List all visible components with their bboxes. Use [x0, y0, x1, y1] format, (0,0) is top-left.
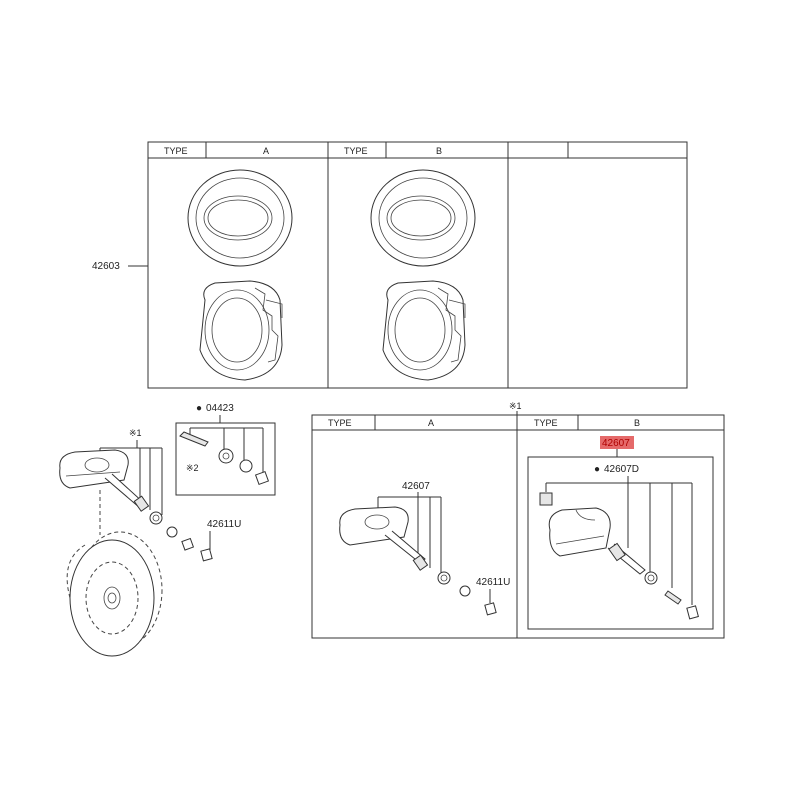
kit-bullet: ●	[196, 403, 202, 414]
kit-box-04423: ● 04423 ※2	[175, 403, 276, 496]
part-number-42603: 42603	[92, 261, 120, 272]
right-col-b-label: B	[634, 418, 640, 428]
kit-box-border	[175, 422, 276, 496]
right-b-inner-box	[527, 456, 714, 630]
wheel-hub-type-a	[199, 280, 283, 381]
kit-grommet-hole	[222, 452, 230, 460]
left-sensor-assembly: ※1 ● 04423	[59, 403, 276, 657]
kit-sub-note: ※2	[186, 463, 199, 473]
right-b-sub-bullet: ●	[594, 464, 600, 475]
right-a-washer	[459, 585, 471, 597]
left-valve-cap	[200, 548, 213, 562]
right-col-a-label: A	[428, 418, 434, 428]
left-tpms-sensor	[59, 449, 146, 509]
kit-nut	[254, 470, 270, 486]
kit-valve-stem	[179, 431, 209, 447]
right-b-sub-part: 42607D	[604, 464, 639, 475]
right-a-grommet	[437, 571, 451, 585]
right-b-grommet	[644, 571, 658, 585]
wheel-cap-type-b	[370, 169, 476, 267]
right-type-b-assembly: 42607 ● 42607D	[527, 436, 714, 630]
right-b-grommet-hole	[647, 574, 655, 582]
right-b-valve-cap	[686, 605, 699, 620]
right-type-a-assembly: 42607 42611U	[339, 481, 510, 616]
top-type-label-b: TYPE	[344, 146, 368, 156]
tire-wheel	[66, 531, 163, 657]
right-note-1: ※1	[509, 401, 522, 411]
wheel-cap-type-a	[187, 169, 293, 267]
kit-part-number: 04423	[206, 403, 234, 414]
right-b-valve-seal	[608, 542, 626, 562]
right-type-label-a: TYPE	[328, 418, 352, 428]
wheel-hub-type-b	[382, 280, 466, 381]
left-valve-parts	[133, 495, 195, 551]
right-a-nut-part: 42611U	[476, 577, 510, 588]
top-col-a-label: A	[263, 146, 269, 156]
top-type-table: TYPE A TYPE B 42603	[92, 141, 688, 389]
right-a-grommet-hole	[440, 574, 448, 582]
right-b-sensor-part: 42607	[602, 438, 630, 449]
right-type-table: ※1 TYPE A TYPE B 42607 42611U	[311, 401, 725, 639]
kit-grommet	[218, 448, 234, 464]
right-a-sensor-part: 42607	[402, 481, 430, 492]
left-nut-part: 42611U	[207, 519, 241, 530]
right-b-screw	[539, 492, 553, 506]
right-a-sensor-window	[364, 514, 390, 530]
highlight-box	[600, 436, 634, 449]
right-a-valve-core	[412, 554, 429, 571]
top-type-label-a: TYPE	[164, 146, 188, 156]
top-col-b-label: B	[436, 146, 442, 156]
right-table-border	[311, 414, 725, 639]
right-b-valve-core	[664, 590, 682, 605]
right-type-label-b: TYPE	[534, 418, 558, 428]
right-a-valve-cap	[484, 602, 497, 616]
right-b-sensor-base	[555, 535, 605, 545]
left-note-1: ※1	[129, 428, 142, 438]
right-b-sensor-detail	[575, 509, 596, 521]
kit-washer	[239, 459, 253, 473]
top-table-border	[147, 141, 688, 389]
